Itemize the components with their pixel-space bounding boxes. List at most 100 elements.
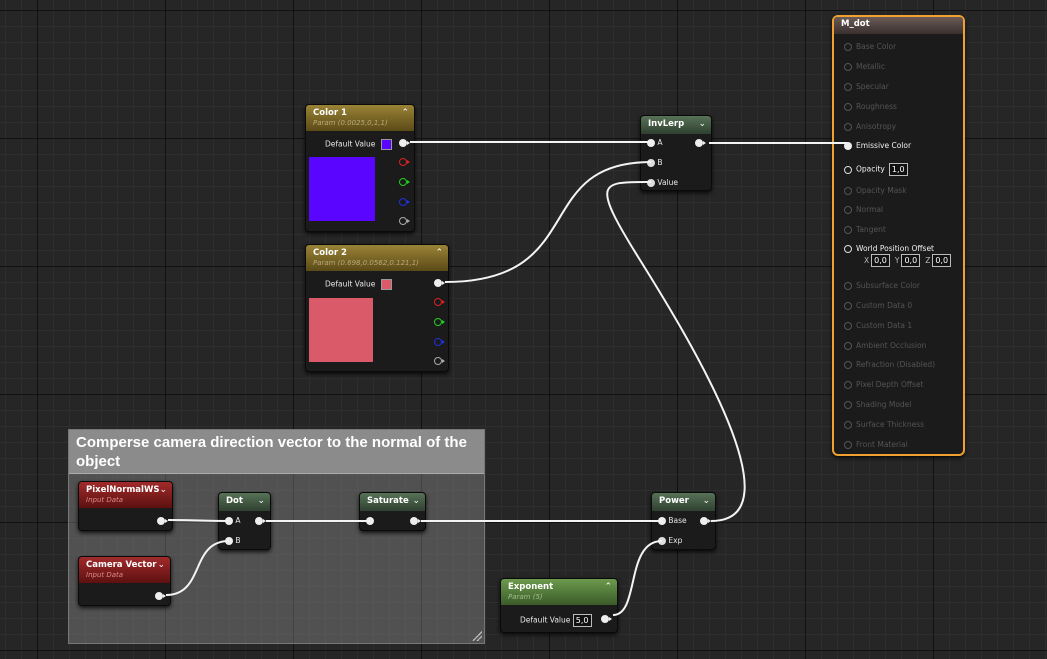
- input-pin-icon[interactable]: [844, 322, 852, 330]
- chevron-up-icon[interactable]: ⌃: [435, 248, 443, 258]
- output-pin[interactable]: [700, 517, 711, 525]
- dot-node-header[interactable]: Dot ⌄: [219, 493, 270, 511]
- chevron-down-icon[interactable]: ⌄: [157, 560, 165, 570]
- material-pin-metallic[interactable]: Metallic: [844, 62, 885, 71]
- wpo-x-field[interactable]: 0,0: [871, 254, 890, 267]
- input-pin-icon[interactable]: [844, 206, 852, 214]
- wpo-y-field[interactable]: 0,0: [901, 254, 921, 267]
- output-pin[interactable]: [601, 615, 612, 623]
- chevron-down-icon[interactable]: ⌄: [412, 496, 420, 506]
- saturate-node[interactable]: Saturate ⌄: [359, 492, 426, 531]
- saturate-node-header[interactable]: Saturate ⌄: [360, 493, 425, 511]
- input-pin-icon[interactable]: [844, 187, 852, 195]
- invlerp-node-header[interactable]: InvLerp ⌄: [641, 116, 711, 134]
- input-pin-icon[interactable]: [844, 226, 852, 234]
- camera-vector-node[interactable]: Camera Vector Input Data ⌄: [78, 556, 171, 606]
- input-pin-b[interactable]: B: [647, 158, 663, 167]
- material-pin-emissive-color[interactable]: Emissive Color: [844, 141, 911, 150]
- comment-box[interactable]: Comperse camera direction vector to the …: [68, 429, 485, 644]
- material-pin-subsurface-color[interactable]: Subsurface Color: [844, 281, 920, 290]
- chevron-up-icon[interactable]: ⌃: [604, 582, 612, 592]
- chevron-down-icon[interactable]: ⌄: [159, 485, 167, 495]
- input-pin-icon[interactable]: [844, 165, 852, 174]
- power-node[interactable]: Power ⌄ Base Exp: [651, 492, 716, 550]
- output-pin-b[interactable]: [399, 198, 410, 206]
- output-pin-rgba[interactable]: [399, 139, 410, 147]
- material-pin-opacity-mask[interactable]: Opacity Mask: [844, 186, 907, 195]
- material-pin-refraction-disabled[interactable]: Refraction (Disabled): [844, 360, 935, 369]
- output-pin-a[interactable]: [399, 217, 410, 225]
- output-pin-r[interactable]: [434, 298, 445, 306]
- material-pin-front-material[interactable]: Front Material: [844, 440, 908, 449]
- input-pin-exp[interactable]: Exp: [658, 536, 682, 545]
- chevron-down-icon[interactable]: ⌄: [257, 496, 265, 506]
- material-pin-pixel-depth-offset[interactable]: Pixel Depth Offset: [844, 380, 924, 389]
- input-pin-value[interactable]: Value: [647, 178, 678, 187]
- material-pin-custom-data-1[interactable]: Custom Data 1: [844, 321, 912, 330]
- input-pin-icon[interactable]: [844, 142, 852, 150]
- output-pin[interactable]: [155, 592, 166, 600]
- output-pin-a[interactable]: [434, 357, 445, 365]
- output-pin-g[interactable]: [434, 318, 445, 326]
- material-pin-normal[interactable]: Normal: [844, 205, 883, 214]
- input-pin-a[interactable]: A: [225, 516, 241, 525]
- output-pin-rgba[interactable]: [434, 279, 445, 287]
- output-pin-r[interactable]: [399, 158, 410, 166]
- power-node-header[interactable]: Power ⌄: [652, 493, 715, 511]
- camera-vector-node-header[interactable]: Camera Vector Input Data ⌄: [79, 557, 170, 583]
- input-pin-icon[interactable]: [844, 103, 852, 111]
- output-pin-g[interactable]: [399, 178, 410, 186]
- material-pin-specular[interactable]: Specular: [844, 82, 889, 91]
- output-pin[interactable]: [255, 517, 266, 525]
- input-pin-icon[interactable]: [844, 123, 852, 131]
- input-pin-icon[interactable]: [844, 381, 852, 389]
- output-pin[interactable]: [695, 139, 706, 147]
- input-pin-icon[interactable]: [844, 83, 852, 91]
- chevron-up-icon[interactable]: ⌃: [401, 108, 409, 118]
- exponent-node[interactable]: Exponent Param (5) ⌃ Default Value 5,0: [500, 578, 618, 633]
- wpo-z-field[interactable]: 0,0: [932, 254, 952, 267]
- material-pin-custom-data-0[interactable]: Custom Data 0: [844, 301, 912, 310]
- color2-node-header[interactable]: Color 2 Param (0.698,0.0562,0.121,1) ⌃: [306, 245, 448, 271]
- material-pin-base-color[interactable]: Base Color: [844, 42, 896, 51]
- output-pin[interactable]: [157, 517, 168, 525]
- input-pin-icon[interactable]: [844, 63, 852, 71]
- color2-node[interactable]: Color 2 Param (0.698,0.0562,0.121,1) ⌃ D…: [305, 244, 449, 372]
- chevron-down-icon[interactable]: ⌄: [698, 119, 706, 129]
- material-pin-anisotropy[interactable]: Anisotropy: [844, 122, 896, 131]
- input-pin-icon[interactable]: [844, 302, 852, 310]
- input-pin-icon[interactable]: [844, 361, 852, 369]
- material-pin-shading-model[interactable]: Shading Model: [844, 400, 911, 409]
- color-swatch-small[interactable]: [380, 139, 392, 150]
- input-pin-icon[interactable]: [844, 245, 852, 253]
- material-pin-roughness[interactable]: Roughness: [844, 102, 897, 111]
- material-node-header[interactable]: M_dot: [834, 17, 963, 34]
- input-pin-a[interactable]: A: [647, 138, 663, 147]
- output-pin[interactable]: [410, 517, 421, 525]
- exponent-node-header[interactable]: Exponent Param (5) ⌃: [501, 579, 617, 605]
- input-pin-icon[interactable]: [844, 421, 852, 429]
- color-swatch-small[interactable]: [380, 279, 392, 290]
- input-pin[interactable]: [366, 516, 374, 525]
- color1-node-header[interactable]: Color 1 Param (0.0025,0,1,1) ⌃: [306, 105, 414, 131]
- input-pin-icon[interactable]: [844, 282, 852, 290]
- material-pin-surface-thickness[interactable]: Surface Thickness: [844, 420, 924, 429]
- exponent-value-field[interactable]: 5,0: [572, 614, 592, 627]
- input-pin-icon[interactable]: [844, 43, 852, 51]
- input-pin-base[interactable]: Base: [658, 516, 687, 525]
- material-pin-ambient-occlusion[interactable]: Ambient Occlusion: [844, 341, 926, 350]
- material-pin-tangent[interactable]: Tangent: [844, 225, 886, 234]
- input-pin-icon[interactable]: [844, 342, 852, 350]
- pixelnormalws-node-header[interactable]: PixelNormalWS Input Data ⌄: [79, 482, 172, 508]
- input-pin-icon[interactable]: [844, 441, 852, 449]
- chevron-down-icon[interactable]: ⌄: [702, 496, 710, 506]
- input-pin-icon[interactable]: [844, 401, 852, 409]
- resize-grip-icon[interactable]: [472, 631, 482, 641]
- pixelnormalws-node[interactable]: PixelNormalWS Input Data ⌄: [78, 481, 173, 531]
- opacity-value-field[interactable]: 1,0: [888, 163, 908, 176]
- input-pin-b[interactable]: B: [225, 536, 241, 545]
- dot-node[interactable]: Dot ⌄ A B: [218, 492, 271, 550]
